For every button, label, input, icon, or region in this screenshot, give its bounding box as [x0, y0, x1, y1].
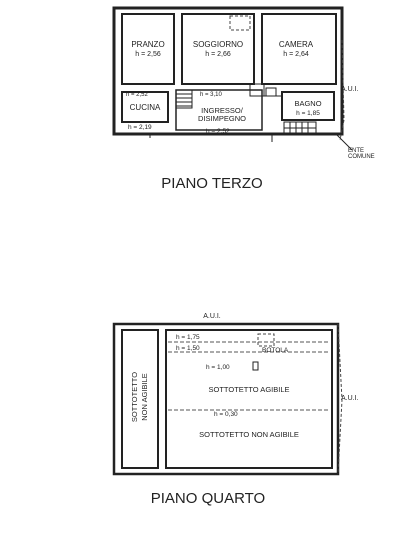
- h-pranzo: h = 2,56: [135, 51, 161, 58]
- stairs-1: [175, 89, 193, 109]
- label-agibile: SOTTOTETTO AGIBILE: [209, 385, 290, 394]
- room-camera: [261, 13, 337, 85]
- stairs-3: [283, 121, 317, 135]
- hatch-dashed: [229, 15, 251, 31]
- aui-top: A.U.I.: [203, 313, 221, 320]
- h-bagno: h = 1,85: [296, 110, 320, 117]
- aui-boundary: [339, 39, 345, 141]
- title-piano-terzo: PIANO TERZO: [161, 175, 262, 192]
- aui-right: A.U.I.: [341, 395, 359, 402]
- label-ente: ENTE: [348, 148, 364, 154]
- label-left-2: NON AGIBILE: [140, 373, 149, 421]
- label-botola: BOTOLA: [262, 347, 289, 354]
- label-pranzo: PRANZO: [131, 40, 164, 49]
- h-soggiorno: h = 2,66: [205, 51, 231, 58]
- piano-terzo-plan: PRANZO h = 2,56 SOGGIORNO h = 2,66 CAMER…: [112, 6, 375, 192]
- room-soggiorno: [181, 13, 255, 85]
- ente-leader: [335, 133, 353, 151]
- h-low-left: h = 2,19: [128, 124, 152, 131]
- h-camera: h = 2,64: [283, 51, 309, 58]
- h-175: h = 1,75: [176, 334, 200, 341]
- title-piano-quarto: PIANO QUARTO: [151, 490, 265, 507]
- stairs-2: [249, 83, 282, 97]
- label-left-1: SOTTOTETTO: [130, 372, 139, 422]
- h-150: h = 1,50: [176, 345, 200, 352]
- botola-hatch: [257, 333, 275, 347]
- label-ingresso-2: DISIMPEGNO: [198, 114, 246, 123]
- aui-terzo: A.U.I.: [341, 86, 359, 93]
- label-camera: CAMERA: [279, 40, 314, 49]
- h-low-mid: h = 2,52: [206, 128, 230, 135]
- room-pranzo: [121, 13, 175, 85]
- outer-wall: [112, 322, 340, 476]
- label-bagno: BAGNO: [294, 99, 321, 108]
- small-square: [252, 361, 259, 371]
- room-cucina: [121, 91, 169, 123]
- label-ingresso-1: INGRESSO/: [201, 106, 244, 115]
- label-non-agibile: SOTTOTETTO NON AGIBILE: [199, 430, 299, 439]
- label-cucina: CUCINA: [130, 103, 161, 112]
- aui-boundary: [337, 323, 343, 475]
- h-ingresso: h = 3,10: [200, 92, 223, 98]
- label-comune: COMUNE: [348, 154, 375, 160]
- h-030: h = 0,30: [214, 411, 238, 418]
- room-main: [165, 329, 333, 469]
- h-100: h = 1,00: [206, 364, 230, 371]
- room-ingresso: [175, 89, 263, 131]
- h-cucina: h = 2,52: [126, 92, 149, 98]
- room-non-agibile-left: [121, 329, 159, 469]
- piano-quarto-plan: A.U.I. A.U.I. h = 1,75 h = 1,50 BOTOLA h…: [112, 313, 359, 507]
- room-bagno: [281, 91, 335, 121]
- label-soggiorno: SOGGIORNO: [193, 40, 243, 49]
